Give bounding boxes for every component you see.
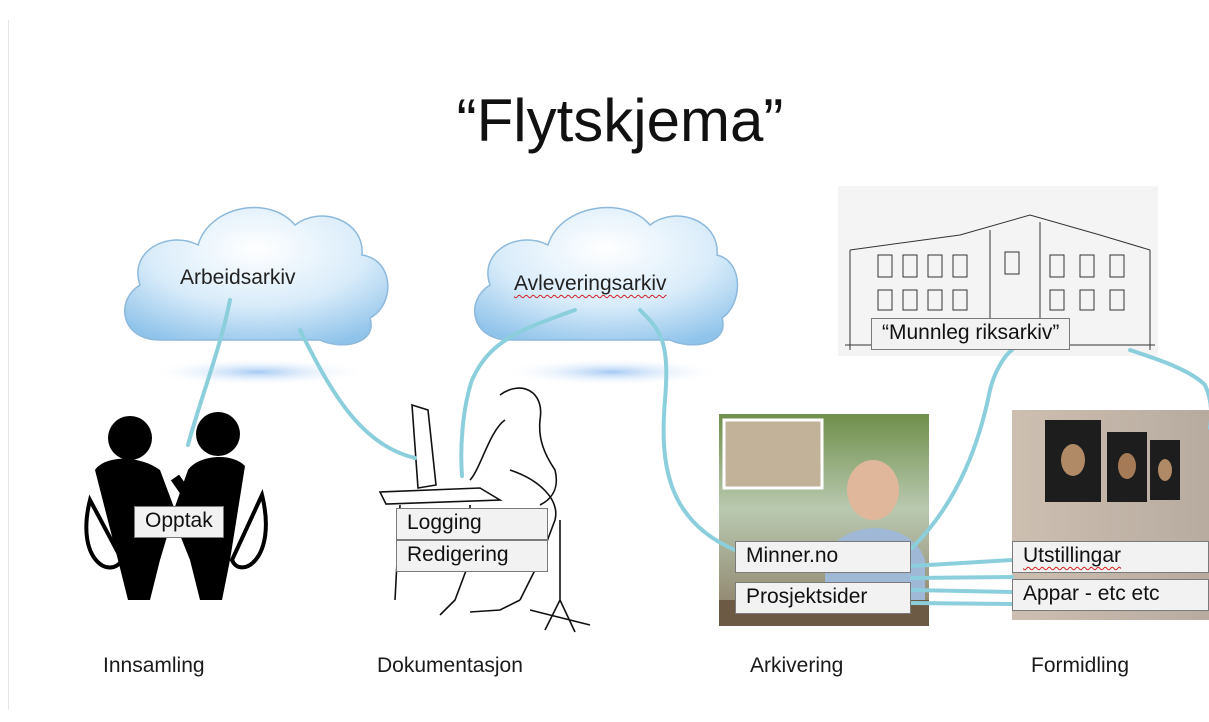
cloud-avleveringsarkiv-label: Avleveringsarkiv [514, 272, 667, 295]
minner-box: Minner.no [735, 541, 911, 573]
stage-dokumentasjon: Dokumentasjon [377, 654, 523, 677]
munnleg-riksarkiv-box: “Munnleg riksarkiv” [871, 318, 1071, 350]
utstillingar-box: Utstillingar [1012, 541, 1209, 573]
stage-arkivering: Arkivering [750, 654, 844, 677]
cloud-glow-left [148, 358, 368, 386]
cloud-glow-right [502, 358, 722, 386]
logging-box: Logging [396, 508, 548, 540]
connector-lines [186, 298, 1209, 606]
cloud-arbeidsarkiv-label: Arbeidsarkiv [180, 266, 296, 289]
cloud-arbeidsarkiv-shape [124, 206, 389, 346]
page-title: “Flytskjema” [456, 87, 784, 154]
cloud-avleveringsarkiv-shape [474, 206, 739, 346]
left-edge-rule [8, 20, 9, 710]
redigering-box: Redigering [396, 540, 548, 572]
appar-box: Appar - etc etc [1012, 579, 1209, 611]
prosjektsider-box: Prosjektsider [735, 582, 911, 614]
utstillingar-text: Utstillingar [1023, 544, 1122, 567]
stage-formidling: Formidling [1031, 654, 1130, 677]
opptak-box: Opptak [134, 506, 224, 538]
stage-innsamling: Innsamling [103, 654, 205, 677]
